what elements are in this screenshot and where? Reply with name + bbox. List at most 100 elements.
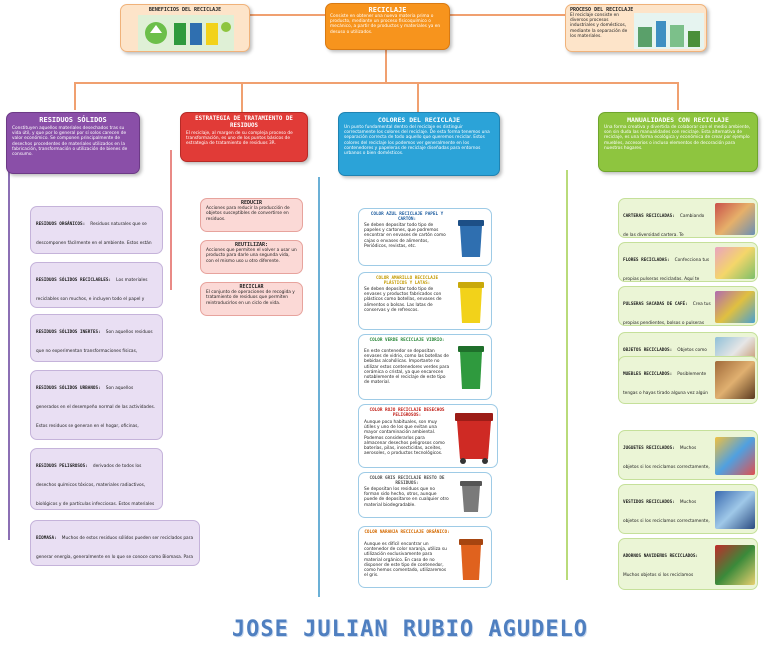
item-title: REUTILIZAR: [234,242,269,248]
strategy-item: REDUCIR Acciones para reducir la producc… [200,198,303,232]
connector [170,150,172,290]
strategy-header: ESTRATEGIA DE TRATAMIENTO DE RESIDUOS El… [180,112,308,162]
item-text: Muchos objetos si los reciclamos correct… [623,446,710,470]
flowers-photo [715,247,755,279]
colors-description: Un punto fundamental dentro del reciclaj… [344,125,490,157]
item-text: Cambiando de las diversidad cartera. Te … [623,214,705,238]
bin-card: COLOR AZUL RECICLAJE PAPEL Y CARTÓN: Se … [358,208,492,266]
bin-text: Se deben depositar todo tipo de envases … [364,287,442,313]
bin-text: Aunque es difícil encontrar un contenedo… [364,542,447,579]
item-text: El conjunto de operaciones de recogida y… [206,290,295,306]
colors-header: COLORES DEL RECICLAJE Un punto fundament… [338,112,500,176]
bracelets-photo [715,291,755,323]
item-text: Confecciona tus propias pulseras recicla… [623,258,710,282]
bin-card: COLOR GRIS RECICLAJE RESTO DE RESIDUOS: … [358,472,492,518]
recycling-illustration [138,15,234,51]
item-text: Muchos de estos residuos sólidos pueden … [36,536,194,560]
connector [193,14,325,16]
bin-title: COLOR AZUL RECICLAJE PAPEL Y CARTÓN: [370,212,444,223]
item-title: CARTERAS RECICLADAS: [623,214,675,219]
craft-item: MUEBLES RECICLADOS: Posiblemente tengas … [618,356,758,404]
item-text: derivados de todos los desechos químicos… [36,464,155,507]
wallet-photo [715,203,755,235]
connector [385,50,387,82]
connector [677,82,679,110]
main-description: Consiste en obtener una nueva materia pr… [330,14,441,35]
bin-title: COLOR GRIS RECICLAJE RESTO DE RESIDUOS: [369,476,445,487]
bin-title: COLOR VERDE RECICLAJE VIDRIO: [369,338,445,343]
gray-bin-icon [460,481,482,512]
item-title: RECICLAR [239,284,264,290]
item-text: Muchos objetos si los reciclamos correct… [623,500,710,524]
green-bin-icon [458,346,484,389]
strategy-item: REUTILIZAR: Acciones que permiten el vol… [200,240,303,274]
item-text: Acciones para reducir la producción de o… [206,206,290,222]
bin-text: Se depositan los residuos que no forman … [364,487,449,508]
craft-item: JUGUETES RECICLADOS: Muchos objetos si l… [618,430,758,480]
item-title: MUEBLES RECICLADOS: [623,372,673,377]
connector [8,170,10,540]
item-title: REDUCIR [240,200,263,206]
bin-text: Aunque poco habituales, son muy útiles y… [364,420,445,457]
bin-card: COLOR ROJO RECICLAJE DESECHOS PELIGROSOS… [358,404,498,468]
connector [417,82,419,112]
solid-waste-header: RESIDUOS SÓLIDOS Constituyen aquellos ma… [6,112,140,174]
solid-waste-item: RESIDUOS ORGÁNICOS: Residuos naturales q… [30,206,163,254]
strategy-title: ESTRATEGIA DE TRATAMIENTO DE RESIDUOS [195,116,293,129]
bin-card: COLOR AMARILLO RECICLAJE PLÁSTICOS Y LAT… [358,272,492,330]
colors-title: COLORES DEL RECICLAJE [377,116,461,124]
item-title: RESIDUOS SÓLIDOS INERTES: [36,330,101,335]
connector [74,82,678,84]
item-title: RESIDUOS SÓLIDOS URBANOS: [36,386,101,391]
item-title: JUGUETES RECICLADOS: [623,446,675,451]
connector [318,177,320,597]
furniture-photo [715,361,755,399]
author-name: JOSE JULIAN RUBIO AGUDELO [231,617,589,642]
crafts-header: MANUALIDADES CON RECICLAJE Una forma cre… [598,112,758,172]
solid-waste-item: RESIDUOS SÓLIDOS URBANOS: Son aquellos g… [30,370,163,440]
ornaments-photo [715,545,755,585]
crafts-description: Una forma creativa y divertida de colabo… [604,125,751,151]
process-box: PROCESO DEL RECICLAJE El reciclaje consi… [565,4,707,52]
bin-title: COLOR AMARILLO RECICLAJE PLÁSTICOS Y LAT… [375,276,439,287]
bin-text: En este contenedor se depositan envases … [364,349,450,386]
solid-waste-item: BIOMASA: Muchos de estos residuos sólido… [30,520,200,566]
craft-item: FLORES RECICLADAS: Confecciona tus propi… [618,242,758,282]
factory-illustration [634,13,704,49]
connector [566,170,568,580]
item-text: Son aquellos residuos que no experimenta… [36,330,153,354]
connector [74,82,76,110]
item-title: FLORES RECICLADAS: [623,258,670,263]
item-text: Los materiales reciclables son muchos, e… [36,278,148,302]
item-title: BIOMASA: [36,536,57,541]
crafts-title: MANUALIDADES CON RECICLAJE [627,116,729,124]
bin-title: COLOR ROJO RECICLAJE DESECHOS PELIGROSOS… [369,408,445,419]
orange-bin-icon [459,539,483,580]
bin-card: COLOR NARANJA RECICLAJE ORGÁNICO: Aunque… [358,526,492,588]
item-title: RESIDUOS PELIGROSOS: [36,464,88,469]
strategy-description: El reciclaje, al margen de su compleja p… [186,131,293,147]
benefits-box: BENEFICIOS DEL RECICLAJE [120,4,250,52]
main-title: RECICLAJE [368,6,407,14]
item-text: Acciones que permiten el volver a usar u… [206,248,297,264]
item-title: RESIDUOS SÓLIDOS RECICLABLES: [36,278,112,283]
dresses-photo [715,491,755,529]
craft-item: PULSERAS SACADAS DE CAFÉ: Crea tus propi… [618,286,758,326]
solid-waste-title: RESIDUOS SÓLIDOS [39,116,107,124]
item-text: Son aquellos generados en el desempeño n… [36,386,156,429]
craft-item: VESTIDOS RECICLADOS: Muchos objetos si l… [618,484,758,534]
process-title: PROCESO DEL RECICLAJE [570,7,634,13]
item-text: Residuos naturales que se descomponen fá… [36,222,152,246]
item-text: Muchos objetos si los reciclamos correct… [623,573,694,578]
bin-text: Se deben depositar todo tipo de papeles … [364,223,446,249]
solid-waste-item: RESIDUOS PELIGROSOS: derivados de todos … [30,448,163,510]
craft-item: CARTERAS RECICLADAS: Cambiando de las di… [618,198,758,238]
solid-waste-description: Constituyen aquellos materiales desechad… [12,126,128,158]
strategy-item: RECICLAR El conjunto de operaciones de r… [200,282,303,316]
craft-item: ADORNOS NAVIDEÑOS RECICLADOS: Muchos obj… [618,538,758,590]
solid-waste-item: RESIDUOS SÓLIDOS INERTES: Son aquellos r… [30,314,163,362]
item-title: OBJETOS RECICLADOS: [623,348,673,353]
connector [241,82,243,112]
benefits-title: BENEFICIOS DEL RECICLAJE [148,7,222,13]
yellow-bin-icon [458,282,484,323]
